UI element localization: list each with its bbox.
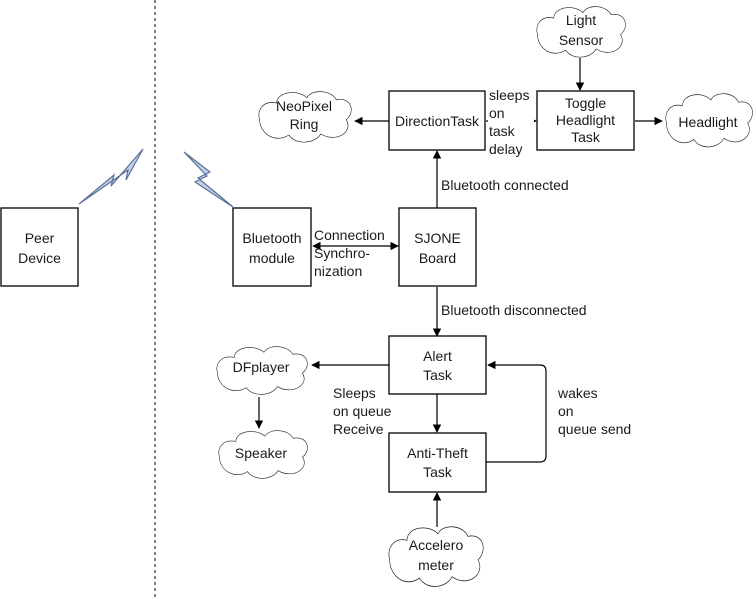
node-peer-device: Peer Device xyxy=(0,207,79,287)
cloud-label: Accelero xyxy=(409,537,464,553)
svg-text:Synchro-: Synchro- xyxy=(314,245,370,261)
svg-text:on queue: on queue xyxy=(333,403,392,419)
svg-text:queue send: queue send xyxy=(558,421,631,437)
svg-text:task: task xyxy=(489,123,516,139)
svg-text:on: on xyxy=(489,105,505,121)
node-sjone-board: SJONE Board xyxy=(398,207,477,287)
node-bluetooth-module: Bluetooth module xyxy=(232,207,312,287)
cloud-label: Speaker xyxy=(235,445,287,461)
node-label: Bluetooth xyxy=(242,230,301,246)
node-anti-theft-task: Anti-Theft Task xyxy=(388,432,487,493)
node-label: module xyxy=(249,250,295,266)
node-label: Headlight xyxy=(556,112,615,128)
cloud-headlight: Headlight xyxy=(665,93,753,148)
node-label: Task xyxy=(423,464,453,480)
svg-text:nization: nization xyxy=(314,263,362,279)
node-label: DirectionTask xyxy=(395,113,480,129)
cloud-label: Ring xyxy=(290,116,319,132)
svg-text:on: on xyxy=(558,403,574,419)
wireless-signal-icon xyxy=(183,151,234,208)
node-label: Toggle xyxy=(565,95,606,111)
node-label: Board xyxy=(419,250,456,266)
node-direction-task: DirectionTask xyxy=(388,90,486,151)
node-label: Anti-Theft xyxy=(407,445,468,461)
svg-text:wakes: wakes xyxy=(557,385,598,401)
svg-text:Bluetooth connected: Bluetooth connected xyxy=(441,177,569,193)
node-label: Device xyxy=(18,250,61,266)
cloud-light-sensor: Light Sensor xyxy=(536,6,626,58)
svg-text:Sleeps: Sleeps xyxy=(333,385,376,401)
cloud-label: Headlight xyxy=(678,114,737,130)
edge-antitheft-alert-wakes xyxy=(486,360,547,463)
cloud-label: meter xyxy=(418,557,454,573)
node-alert-task: Alert Task xyxy=(388,335,487,395)
cloud-label: NeoPixel xyxy=(276,98,332,114)
cloud-label: Light xyxy=(566,12,596,28)
wireless-signal-icon xyxy=(78,148,144,205)
node-label: Task xyxy=(571,129,601,145)
node-toggle-headlight-task: Toggle Headlight Task xyxy=(536,90,635,151)
cloud-speaker: Speaker xyxy=(218,430,308,479)
edge-label-connection-sync: Connection Synchro- nization xyxy=(314,227,385,279)
node-label: Task xyxy=(423,367,453,383)
svg-text:Bluetooth disconnected: Bluetooth disconnected xyxy=(441,302,587,318)
cloud-dfplayer: DFplayer xyxy=(216,346,308,395)
cloud-label: DFplayer xyxy=(233,359,290,375)
edge-label-wakes-on-queue-send: wakes on queue send xyxy=(557,385,631,437)
edge-label-bluetooth-disconnected: Bluetooth disconnected xyxy=(441,302,587,318)
edge-label-bluetooth-connected: Bluetooth connected xyxy=(441,177,569,193)
svg-text:delay: delay xyxy=(489,141,522,157)
edge-label-sleeps-on-task-delay: sleeps on task delay xyxy=(488,87,534,160)
edge-label-sleeps-on-queue-receive: Sleeps on queue Receive xyxy=(333,385,392,437)
node-label: Peer xyxy=(25,230,55,246)
node-label: SJONE xyxy=(414,230,461,246)
cloud-accelerometer: Accelero meter xyxy=(388,526,484,587)
svg-text:Connection: Connection xyxy=(314,227,385,243)
svg-text:sleeps: sleeps xyxy=(489,87,529,103)
cloud-label: Sensor xyxy=(559,32,604,48)
svg-text:Receive: Receive xyxy=(333,421,384,437)
node-label: Alert xyxy=(423,348,452,364)
cloud-neopixel-ring: NeoPixel Ring xyxy=(258,91,352,143)
